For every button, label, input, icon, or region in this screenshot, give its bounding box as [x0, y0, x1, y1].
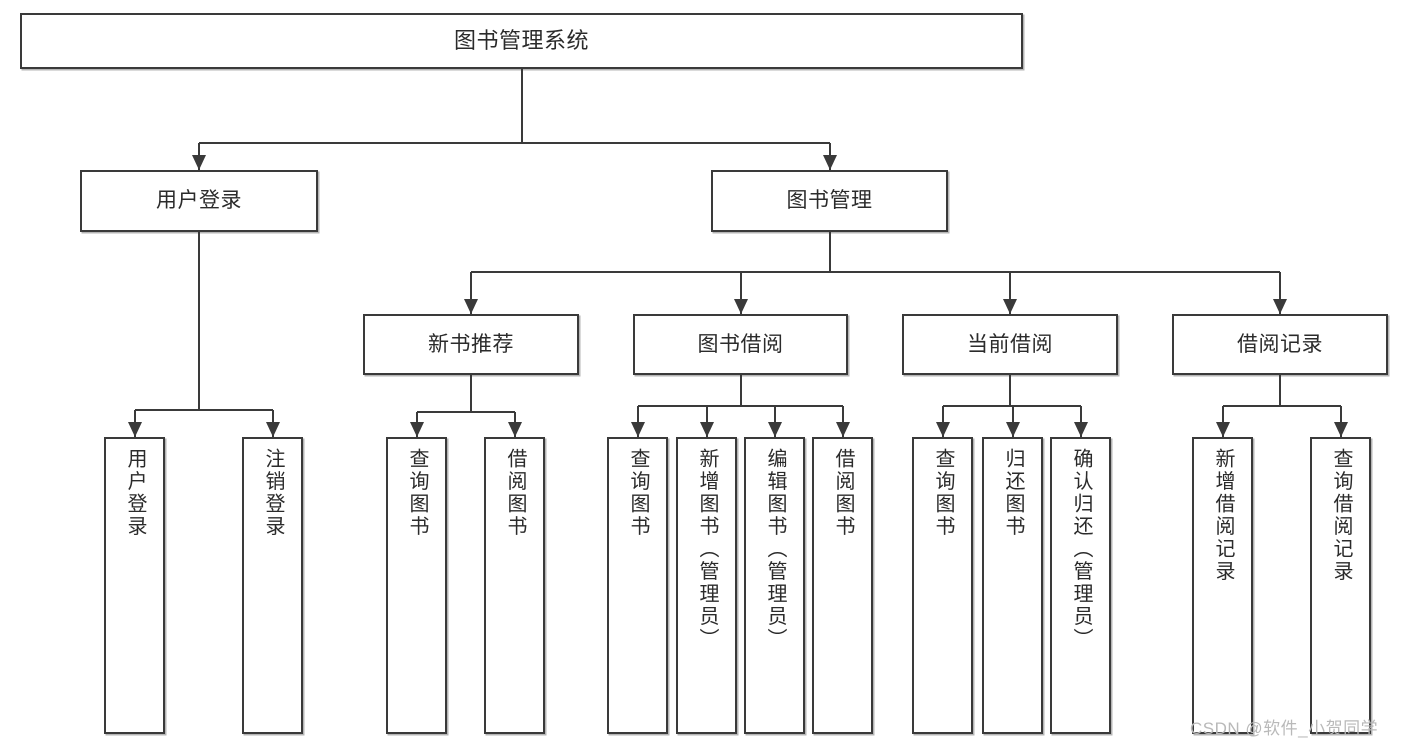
node-leaf-edit-book-admin[interactable]: 编辑图书（管理员） [744, 437, 805, 734]
node-leaf-query-book-borrow[interactable]: 查询图书 [607, 437, 668, 734]
connector-branch [1009, 272, 1011, 314]
node-label: 归还图书 [1002, 448, 1024, 538]
node-leaf-borrow-book[interactable]: 借阅图书 [812, 437, 873, 734]
connector-trunk [828, 232, 831, 272]
connector-branch [1221, 406, 1224, 437]
connector-branch [636, 406, 639, 437]
arrow-head-icon [630, 422, 645, 437]
arrow-head-icon [464, 299, 478, 314]
connector-trunk [1279, 375, 1281, 406]
arrow-head-icon [409, 422, 424, 437]
arrow-head-icon [192, 155, 206, 170]
node-leaf-query-book-recommend[interactable]: 查询图书 [386, 437, 447, 734]
node-label: 编辑图书（管理员） [764, 448, 786, 651]
arrow-head-icon [699, 422, 714, 437]
connector-branch [841, 406, 844, 437]
node-current-borrow[interactable]: 当前借阅 [902, 314, 1118, 375]
node-borrow-record[interactable]: 借阅记录 [1172, 314, 1388, 375]
node-book-management[interactable]: 图书管理 [711, 170, 948, 232]
node-leaf-logout-login[interactable]: 注销登录 [242, 437, 303, 734]
connector-trunk [198, 232, 200, 410]
node-label: 查询借阅记录 [1330, 448, 1352, 583]
node-leaf-confirm-return-admin[interactable]: 确认归还（管理员） [1050, 437, 1111, 734]
node-label: 查询图书 [406, 448, 428, 538]
arrow-head-icon [1333, 422, 1348, 437]
node-label: 查询图书 [627, 448, 649, 538]
node-label: 图书管理系统 [453, 27, 589, 53]
connector-bus [416, 411, 515, 413]
arrow-head-icon [822, 155, 837, 170]
arrow-head-icon [1003, 299, 1017, 314]
node-leaf-borrow-book-recommend[interactable]: 借阅图书 [484, 437, 545, 734]
node-book-borrow[interactable]: 图书借阅 [633, 314, 848, 375]
connector-trunk [520, 69, 523, 143]
connector-branch [739, 272, 742, 314]
connector-branch [773, 406, 776, 437]
arrow-head-icon [767, 422, 782, 437]
connector-branch [941, 406, 944, 437]
node-new-book-recommend[interactable]: 新书推荐 [363, 314, 579, 375]
csdn-watermark: CSDN @软件_小贺同学 [1190, 719, 1379, 738]
connector-branch [1079, 406, 1082, 437]
arrow-head-icon [127, 422, 142, 437]
connector-branch [1339, 406, 1342, 437]
connector-bus [134, 409, 273, 411]
arrow-head-icon [835, 422, 850, 437]
node-label: 借阅图书 [504, 448, 526, 538]
node-leaf-add-borrow-record[interactable]: 新增借阅记录 [1192, 437, 1253, 734]
node-root-system[interactable]: 图书管理系统 [20, 13, 1023, 69]
connector-branch [1011, 406, 1014, 437]
arrow-head-icon [1005, 422, 1020, 437]
node-leaf-query-borrow-record[interactable]: 查询借阅记录 [1310, 437, 1371, 734]
connector-bus [1222, 405, 1341, 407]
node-leaf-return-book[interactable]: 归还图书 [982, 437, 1043, 734]
node-leaf-user-login[interactable]: 用户登录 [104, 437, 165, 734]
connector-bus [637, 405, 843, 407]
node-label: 借阅记录 [1237, 332, 1323, 356]
connector-branch [1279, 272, 1281, 314]
node-label: 用户登录 [156, 189, 242, 213]
connector-trunk [470, 375, 472, 412]
connector-trunk [1009, 375, 1011, 406]
connector-branch [705, 406, 708, 437]
node-label: 新增借阅记录 [1212, 448, 1234, 583]
connector-trunk [739, 375, 742, 406]
arrow-head-icon [1273, 299, 1287, 314]
arrow-head-icon [1073, 422, 1088, 437]
node-label: 注销登录 [262, 448, 284, 538]
connector-branch [470, 272, 472, 314]
node-label: 借阅图书 [832, 448, 854, 538]
arrow-head-icon [1215, 422, 1230, 437]
arrow-head-icon [733, 299, 748, 314]
arrow-head-icon [935, 422, 950, 437]
node-label: 新增图书（管理员） [696, 448, 718, 651]
connector-bus [199, 142, 830, 144]
node-label: 查询图书 [932, 448, 954, 538]
node-label: 图书管理 [786, 189, 873, 213]
connector-bus [471, 271, 1280, 273]
arrow-head-icon [507, 422, 522, 437]
node-leaf-add-book-admin[interactable]: 新增图书（管理员） [676, 437, 737, 734]
node-user-login[interactable]: 用户登录 [80, 170, 318, 232]
node-label: 确认归还（管理员） [1070, 448, 1092, 651]
node-label: 用户登录 [124, 448, 146, 538]
node-label: 当前借阅 [967, 332, 1053, 356]
node-label: 图书借阅 [697, 332, 784, 356]
arrow-head-icon [265, 422, 280, 437]
node-leaf-query-book-current[interactable]: 查询图书 [912, 437, 973, 734]
node-label: 新书推荐 [428, 332, 514, 356]
